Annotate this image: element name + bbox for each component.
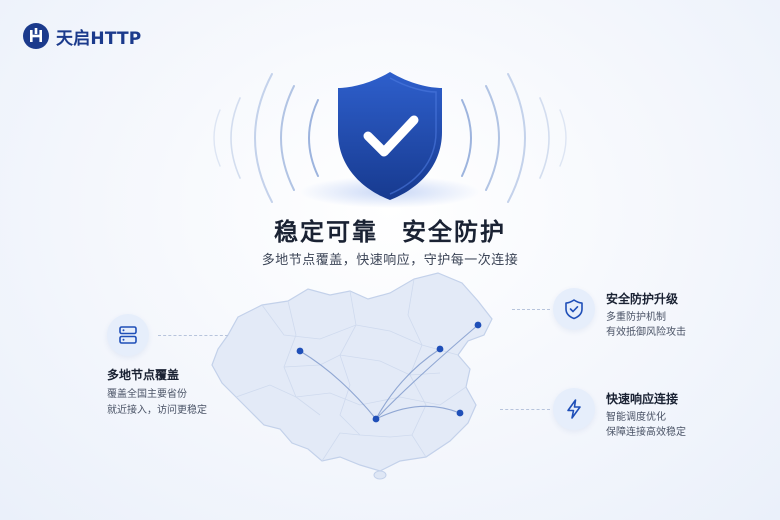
map-shape <box>211 272 493 472</box>
node-dot <box>456 409 464 417</box>
speed-icon-badge <box>553 388 595 430</box>
server-icon-badge <box>107 314 149 356</box>
speed-desc-1: 智能调度优化 <box>606 412 666 423</box>
shield-logo-icon <box>23 23 49 49</box>
speed-connector <box>500 409 550 410</box>
speed-desc-2: 保障连接高效稳定 <box>606 427 686 438</box>
connection-lines <box>299 324 479 420</box>
brand-name: 天启HTTP <box>56 28 142 49</box>
coverage-connector <box>158 335 228 336</box>
brand-logo[interactable]: 天启HTTP <box>22 22 141 50</box>
china-network-map <box>211 272 493 480</box>
coverage-title: 多地节点覆盖 <box>107 368 180 382</box>
node-dot <box>474 321 482 329</box>
security-icon-badge <box>553 288 595 330</box>
shield-check-icon <box>565 299 583 320</box>
node-dots <box>296 321 482 423</box>
headline-left: 稳定可靠 <box>274 218 378 246</box>
security-desc-1: 多重防护机制 <box>606 312 666 323</box>
node-dot <box>436 345 444 353</box>
shield-check-icon <box>338 72 442 200</box>
node-dot <box>372 415 380 423</box>
hero-graphic <box>0 60 780 220</box>
node-dot <box>296 347 304 355</box>
server-icon <box>119 326 137 344</box>
hero-headline: 稳定可靠安全防护 <box>0 212 780 247</box>
lightning-icon <box>567 399 581 419</box>
headline-right: 安全防护 <box>402 218 506 246</box>
speed-title: 快速响应连接 <box>606 392 679 406</box>
security-desc-2: 有效抵御风险攻击 <box>606 327 686 338</box>
security-connector <box>512 309 550 310</box>
coverage-desc-1: 覆盖全国主要省份 <box>107 389 187 400</box>
hero-subline: 多地节点覆盖，快速响应，守护每一次连接 <box>261 253 519 268</box>
hainan-island <box>373 470 387 480</box>
coverage-desc-2: 就近接入，访问更稳定 <box>107 405 207 416</box>
security-title: 安全防护升级 <box>606 292 679 306</box>
province-borders <box>235 278 467 462</box>
